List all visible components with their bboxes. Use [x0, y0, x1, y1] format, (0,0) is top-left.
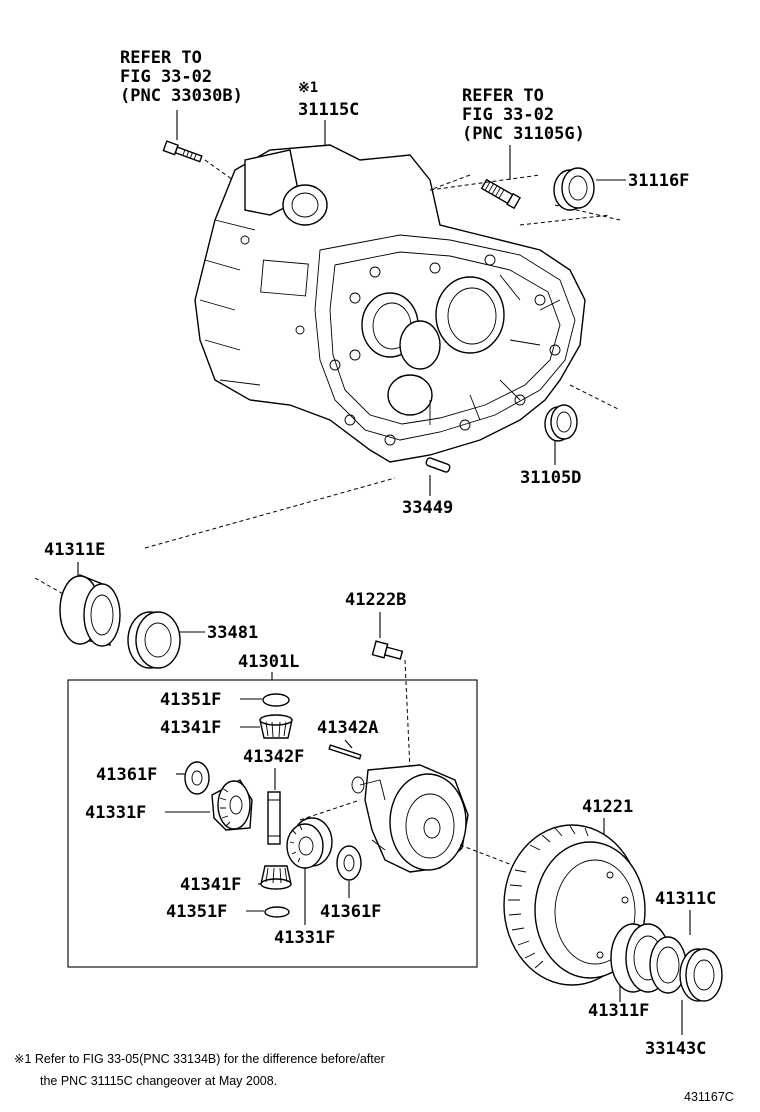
- label-33143C: 33143C: [645, 1039, 706, 1059]
- label-41311C: 41311C: [655, 889, 716, 909]
- label-41331F-bottom: 41331F: [274, 928, 335, 948]
- label-41342F: 41342F: [243, 747, 304, 767]
- label-41351F-bottom: 41351F: [166, 902, 227, 922]
- label-41361F-right: 41361F: [320, 902, 381, 922]
- label-41341F-bottom: 41341F: [180, 875, 241, 895]
- refer-right-line2: FIG 33-02: [462, 105, 554, 125]
- bolt-31105G: [429, 145, 522, 210]
- footnote-line2: the PNC 31115C changeover at May 2008.: [40, 1074, 277, 1088]
- washer-41351F-top: [262, 693, 290, 707]
- label-41301L: 41301L: [238, 652, 299, 672]
- label-41331F-left: 41331F: [85, 803, 146, 823]
- pinion-41341F-top: [259, 714, 293, 739]
- label-41311E: 41311E: [44, 540, 105, 560]
- ring-gear-41221: [503, 818, 646, 986]
- bolt-33030B: [162, 110, 241, 186]
- footnote-line1: ※1 Refer to FIG 33-05(PNC 33134B) for th…: [14, 1052, 385, 1066]
- refer-left-line1: REFER TO: [120, 48, 202, 68]
- label-41342A: 41342A: [317, 718, 378, 738]
- label-33481: 33481: [207, 623, 258, 643]
- spacer-33481: [127, 611, 205, 669]
- washer-41361F-left: [184, 761, 210, 795]
- bearing-41311E: [34, 562, 121, 647]
- pin-41342A: [328, 739, 362, 760]
- refer-right-line1: REFER TO: [462, 86, 544, 106]
- label-41361F-left: 41361F: [96, 765, 157, 785]
- oil-seal-31105D: [544, 404, 578, 465]
- kit-box-41301L: [67, 679, 478, 968]
- washer-41361F-right: [336, 845, 362, 898]
- label-33449: 33449: [402, 498, 453, 518]
- label-41341F-top: 41341F: [160, 718, 221, 738]
- label-31116F: 31116F: [628, 171, 689, 191]
- pin-33449: [425, 457, 451, 496]
- label-41221: 41221: [582, 797, 633, 817]
- figure-id: 431167C: [684, 1090, 734, 1104]
- bolt-41222B: [371, 612, 411, 771]
- refer-right: REFER TO FIG 33-02 (PNC 31105G): [462, 86, 585, 144]
- transaxle-case: [194, 120, 586, 463]
- oil-seal-31116F: [553, 167, 626, 211]
- bearing-41311C: [610, 910, 691, 993]
- side-gear-41331F-left: [211, 779, 253, 831]
- footnote-mark: ※1: [298, 80, 318, 96]
- shaft-41342F: [267, 768, 281, 845]
- label-41351F-top: 41351F: [160, 690, 221, 710]
- label-31115C: 31115C: [298, 100, 359, 120]
- refer-right-line3: (PNC 31105G): [462, 124, 585, 144]
- label-41311F: 41311F: [588, 1001, 649, 1021]
- washer-41351F-bottom: [264, 906, 290, 918]
- refer-left-line3: (PNC 33030B): [120, 86, 243, 106]
- label-41222B: 41222B: [345, 590, 406, 610]
- refer-left-line2: FIG 33-02: [120, 67, 212, 87]
- differential-case: [299, 764, 469, 873]
- pinion-41341F-bottom: [260, 865, 292, 890]
- side-gear-41331F-bottom: [286, 817, 333, 925]
- seal-33143C: [679, 948, 723, 1035]
- label-31105D: 31105D: [520, 468, 581, 488]
- refer-left: REFER TO FIG 33-02 (PNC 33030B): [120, 48, 243, 106]
